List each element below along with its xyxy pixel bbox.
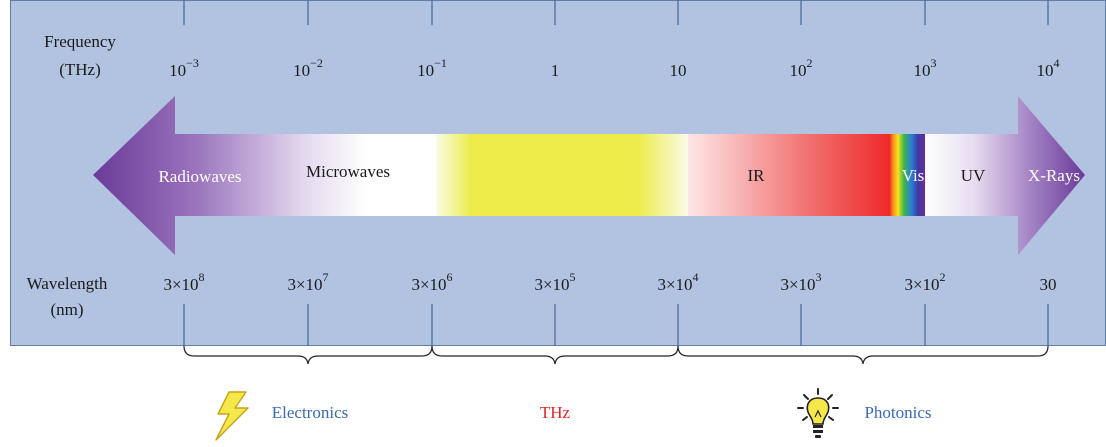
frequency-tick-label: 103: [914, 56, 937, 80]
region-label-electronics: Electronics: [272, 403, 348, 422]
photonics-brace: [677, 345, 1049, 365]
frequency-tick-label: 10−2: [293, 56, 323, 80]
band-label-radiowaves: Radiowaves: [158, 167, 241, 186]
light-bulb-icon: [797, 388, 839, 438]
wavelength-tick-label: 30: [1040, 275, 1057, 294]
wavelength-tick-label: 3×103: [780, 270, 821, 294]
lightning-bolt-icon: [215, 391, 249, 441]
wavelength-axis-title: Wavelength: [27, 274, 108, 293]
wavelength-tick-label: 3×108: [163, 270, 204, 294]
thz-brace: [431, 345, 679, 365]
frequency-axis-unit: (THz): [59, 60, 101, 79]
region-label-thz: THz: [540, 403, 571, 422]
frequency-tick-label: 104: [1037, 56, 1060, 80]
wavelength-tick-label: 3×105: [534, 270, 575, 294]
band-label-uv: UV: [961, 166, 986, 185]
frequency-tick-label: 102: [790, 56, 813, 80]
wavelength-tick-label: 3×107: [287, 270, 328, 294]
region-label-photonics: Photonics: [864, 403, 931, 422]
region-braces: [183, 345, 1049, 365]
band-label-ir: IR: [748, 166, 766, 185]
wavelength-tick-label: 3×106: [411, 270, 452, 294]
frequency-axis-title: Frequency: [44, 32, 116, 51]
frequency-tick-label: 10: [670, 61, 687, 80]
wavelength-axis-unit: (nm): [50, 300, 83, 319]
electronics-brace: [183, 345, 433, 365]
wavelength-tick-label: 3×104: [657, 270, 698, 294]
band-label-microwaves: Microwaves: [306, 162, 390, 181]
frequency-tick-label: 1: [551, 61, 560, 80]
wavelength-tick-label: 3×102: [904, 270, 945, 294]
band-label-vis: Vis: [902, 166, 925, 185]
band-label-xrays: X-Rays: [1028, 166, 1080, 185]
frequency-tick-label: 10−1: [417, 56, 447, 80]
frequency-tick-label: 10−3: [169, 56, 199, 80]
tick-marks: [183, 0, 1049, 346]
